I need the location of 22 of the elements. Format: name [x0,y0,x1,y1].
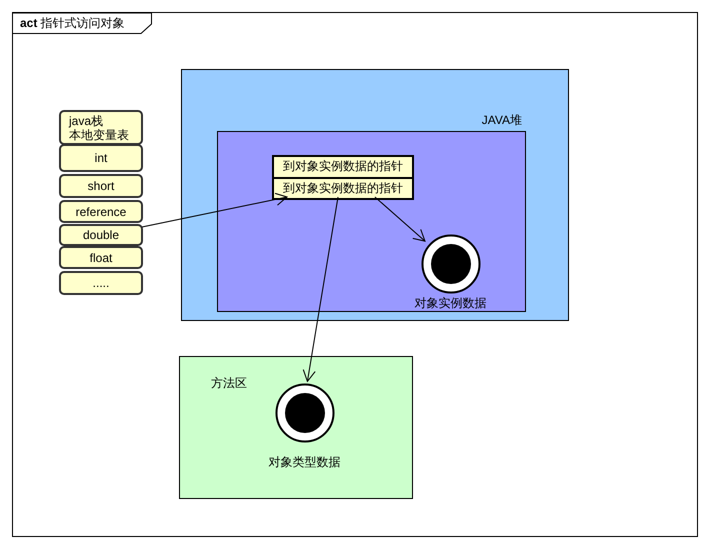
arrow [142,192,288,228]
pointer-table [272,155,414,200]
object-region [217,131,526,312]
stack-slot: int [59,144,143,172]
table-row-text: 到对象实例数据的指针 [282,180,404,196]
node-label: 对象类型数据 [268,455,340,469]
stack-slot: ..... [59,271,143,295]
frame-title: act 指针式访问对象 [20,16,125,30]
region-label: JAVA堆 [482,113,522,127]
stack-slot: reference [59,200,143,223]
memory-region [181,69,569,321]
frame [12,12,698,537]
stack-slot: double [59,224,143,246]
stack-slot: short [59,174,143,198]
node-label: 对象实例数据 [414,296,486,310]
arrow [374,196,426,242]
stack-slot: float [59,246,143,269]
stack-slot: java栈 本地变量表 [59,110,143,145]
table-row: 到对象实例数据的指针 [274,157,412,178]
region-label: 方法区 [211,376,247,390]
arrow [302,196,338,382]
memory-region [179,356,413,499]
